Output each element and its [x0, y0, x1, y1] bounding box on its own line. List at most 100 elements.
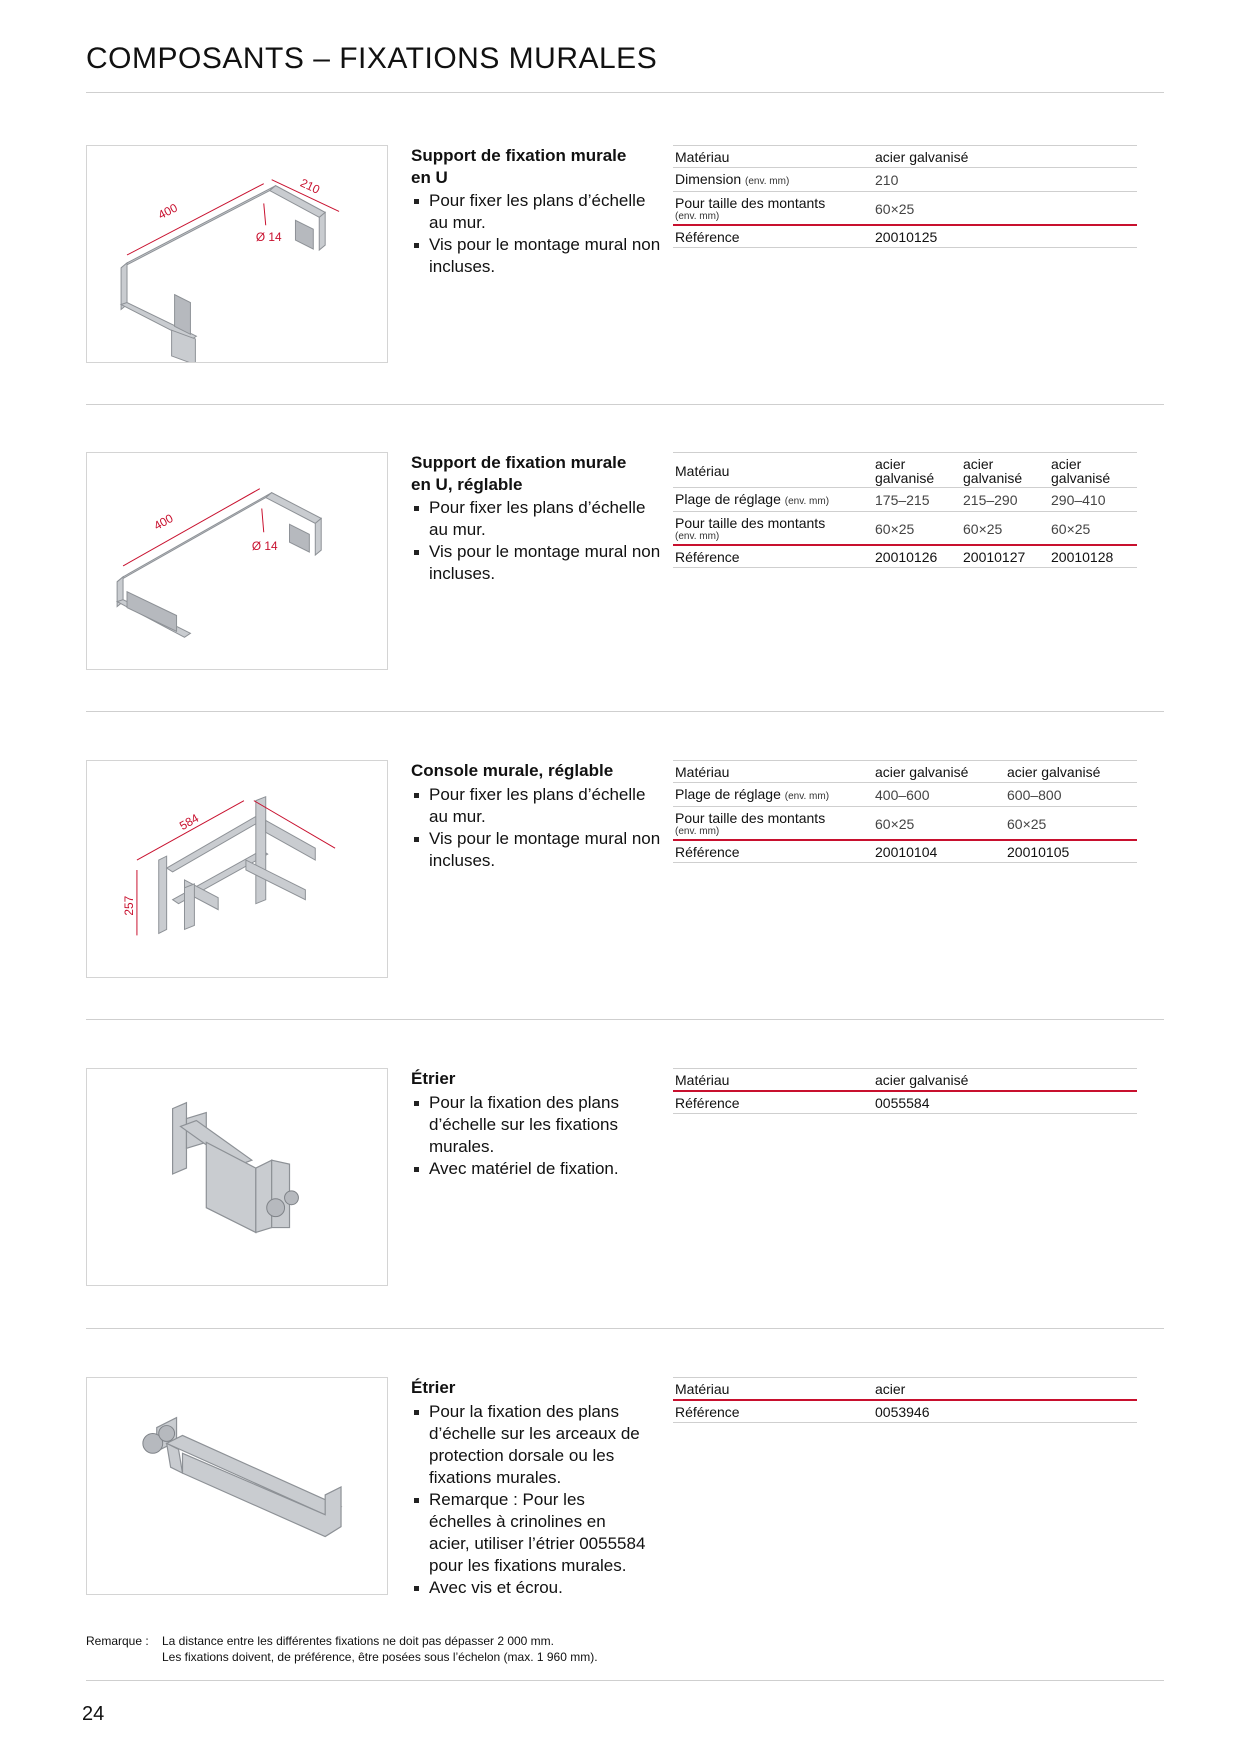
stirrup-1-drawing [172, 1101, 299, 1234]
product-image-stirrup-2 [86, 1377, 388, 1595]
feature-item: Vis pour le montage mural non incluses. [411, 234, 661, 278]
remark-label: Remarque : [86, 1634, 149, 1648]
product-image-wall-console: 584 257 [86, 760, 388, 978]
feature-item: Avec matériel de fixation. [411, 1158, 651, 1180]
spec-value: 210 [873, 167, 1137, 192]
reference-number: 20010127 [961, 544, 1049, 568]
feature-list: Pour fixer les plans d’échelle au mur. V… [411, 784, 661, 872]
spec-label: Matériau [673, 1377, 873, 1400]
section-rule [86, 1328, 1164, 1329]
spec-label: Référence [673, 839, 873, 863]
spec-value: acier galvanisé [873, 145, 1137, 168]
spec-unit: (env. mm) [745, 176, 790, 187]
reference-number: 20010104 [873, 839, 1005, 863]
spec-label: Référence [673, 544, 873, 568]
remark-line: Les fixations doivent, de préférence, êt… [162, 1650, 598, 1664]
spec-label: Plage de réglage [675, 786, 781, 802]
feature-item: Pour fixer les plans d’échelle au mur. [411, 190, 661, 234]
product-title: Étrier [411, 1069, 456, 1088]
spec-unit: (env. mm) [784, 791, 830, 802]
spec-label: Matériau [673, 452, 873, 488]
reference-number: 0055584 [873, 1090, 1137, 1114]
spec-label: Référence [673, 1399, 873, 1423]
remark-line: La distance entre les différentes fixati… [162, 1634, 555, 1648]
spec-unit: (env. mm) [675, 826, 720, 837]
dimension-label-400: 400 [151, 511, 175, 533]
spec-label: Pour taille des montants [675, 515, 826, 531]
feature-item: Vis pour le montage mural non incluses. [411, 828, 661, 872]
reference-number: 20010125 [873, 224, 1137, 248]
page-number: 24 [82, 1703, 105, 1725]
product-title: Console murale, réglable [411, 761, 614, 780]
spec-value: 290–410 [1049, 487, 1137, 512]
spec-label: Matériau [673, 1068, 873, 1091]
feature-list: Pour fixer les plans d’échelle au mur. V… [411, 190, 661, 278]
feature-item: Pour la fixation des plans d’échelle sur… [411, 1401, 651, 1489]
spec-value: 60×25 [873, 191, 1137, 225]
spec-unit: (env. mm) [784, 496, 830, 507]
dimension-label-257: 257 [122, 896, 136, 916]
spec-label: Référence [673, 1090, 873, 1114]
spec-unit: (env. mm) [675, 211, 720, 222]
feature-list: Pour fixer les plans d’échelle au mur. V… [411, 497, 661, 585]
spec-label: Dimension [675, 171, 742, 187]
spec-table: Matériau acier galvanisé acier galvanisé… [673, 452, 1137, 568]
spec-value: acier galvanisé [1005, 760, 1137, 783]
spec-value: 175–215 [873, 487, 961, 512]
feature-item: Pour fixer les plans d’échelle au mur. [411, 497, 661, 541]
dimension-label-400: 400 [156, 200, 180, 222]
reference-number: 0053946 [873, 1399, 1137, 1423]
dimension-label-diameter: Ø 14 [252, 539, 278, 553]
spec-value: 60×25 [873, 511, 961, 545]
spec-value: acier galvanisé [961, 452, 1049, 488]
spec-label: Référence [673, 224, 873, 248]
spec-label: Plage de réglage [675, 491, 781, 507]
dimension-label-584: 584 [177, 811, 202, 833]
footer-rule [86, 1680, 1164, 1681]
spec-value: acier galvanisé [873, 760, 1005, 783]
spec-table: Matériau acier galvanisé acier galvanisé… [673, 760, 1137, 863]
spec-value: acier galvanisé [1049, 452, 1137, 488]
feature-list: Pour la fixation des plans d’échelle sur… [411, 1092, 651, 1180]
section-rule [86, 1019, 1164, 1020]
product-image-stirrup-1 [86, 1068, 388, 1286]
spec-label: Pour taille des montants [675, 195, 826, 211]
spec-value: 600–800 [1005, 782, 1137, 807]
product-title: Support de fixation murale en U [411, 146, 627, 187]
feature-item: Vis pour le montage mural non incluses. [411, 541, 661, 585]
dimension-label-diameter: Ø 14 [256, 230, 282, 244]
u-bracket-drawing: 400 210 Ø 14 [119, 176, 340, 362]
u-bracket-adjustable-drawing: 400 Ø 14 [115, 488, 323, 638]
section-rule [86, 711, 1164, 712]
reference-number: 20010126 [873, 544, 961, 568]
section-rule [86, 404, 1164, 405]
spec-label: Matériau [673, 145, 873, 168]
spec-value: 60×25 [1049, 511, 1137, 545]
reference-number: 20010105 [1005, 839, 1137, 863]
product-title: Étrier [411, 1378, 456, 1397]
spec-label: Matériau [673, 760, 873, 783]
spec-value: 60×25 [1005, 806, 1137, 840]
spec-value: acier galvanisé [873, 1068, 1137, 1091]
spec-label: Pour taille des montants [675, 810, 826, 826]
page-title: COMPOSANTS – FIXATIONS MURALES [86, 42, 658, 75]
product-image-u-bracket-adjustable: 400 Ø 14 [86, 452, 388, 670]
spec-value: 60×25 [873, 806, 1005, 840]
spec-unit: (env. mm) [675, 531, 720, 542]
feature-item: Pour fixer les plans d’échelle au mur. [411, 784, 661, 828]
header-rule [86, 92, 1164, 93]
reference-number: 20010128 [1049, 544, 1137, 568]
stirrup-2-drawing [142, 1416, 343, 1538]
spec-value: 400–600 [873, 782, 1005, 807]
feature-list: Pour la fixation des plans d’échelle sur… [411, 1401, 651, 1599]
spec-value: 215–290 [961, 487, 1049, 512]
spec-value: 60×25 [961, 511, 1049, 545]
product-image-u-bracket: 400 210 Ø 14 [86, 145, 388, 363]
feature-item: Avec vis et écrou. [411, 1577, 651, 1599]
wall-console-drawing: 584 257 [122, 795, 336, 936]
product-title: Support de fixation murale en U, réglabl… [411, 453, 627, 494]
feature-item: Remarque : Pour les échelles à crinoline… [411, 1489, 651, 1577]
